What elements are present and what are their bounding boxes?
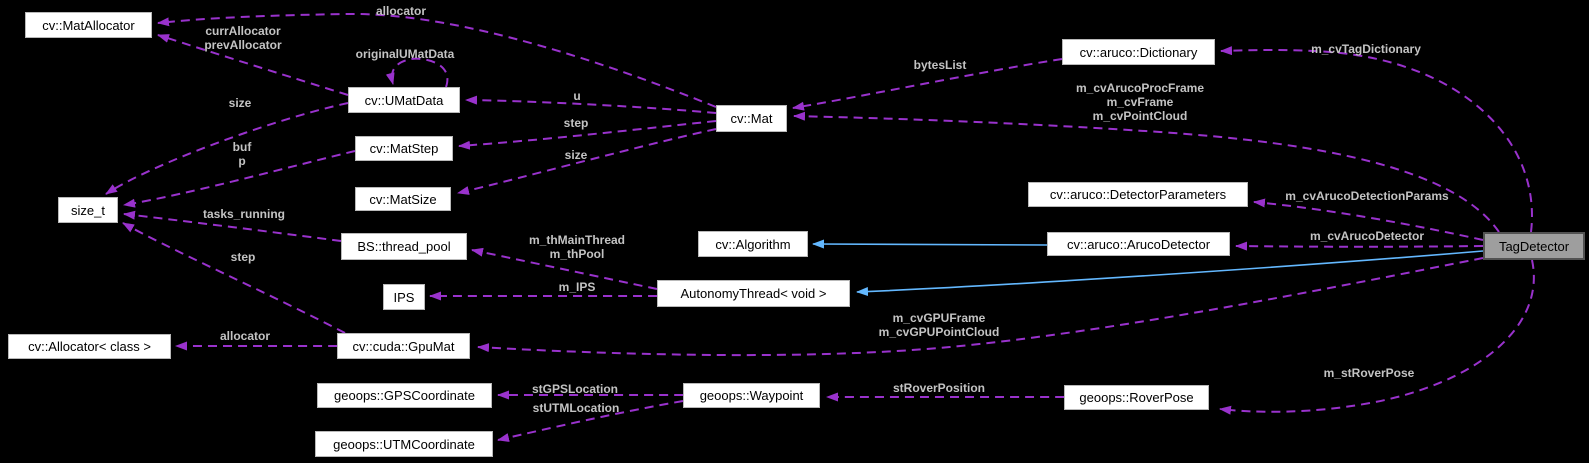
node-cv-algorithm[interactable]: cv::Algorithm <box>698 231 808 257</box>
edge-tagdetector-inherits-autonomythread <box>856 250 1484 297</box>
node-cv-allocator-class[interactable]: cv::Allocator< class > <box>8 334 171 359</box>
node-cv-matstep[interactable]: cv::MatStep <box>355 136 453 161</box>
node-geoops-roverpose[interactable]: geoops::RoverPose <box>1064 385 1209 410</box>
edge-dictionary-to-mat <box>792 58 1063 111</box>
edge-mat-to-matstep <box>458 120 717 150</box>
node-cv-aruco-dictionary[interactable]: cv::aruco::Dictionary <box>1062 39 1215 65</box>
node-cv-mat[interactable]: cv::Mat <box>716 105 787 132</box>
node-size-t[interactable]: size_t <box>58 197 118 223</box>
node-cv-matsize[interactable]: cv::MatSize <box>355 187 451 211</box>
edge-label-step-gpu: step <box>230 250 256 264</box>
edge-label-size-left: size <box>228 96 252 110</box>
node-ips[interactable]: IPS <box>383 284 425 310</box>
edge-label-stutmlocation: stUTMLocation <box>532 401 620 415</box>
edge-umatdata-self-loop <box>385 57 449 88</box>
edge-label-m-cvframes: m_cvArucoProcFrame m_cvFrame m_cvPointCl… <box>1075 81 1205 123</box>
edge-label-byteslist: bytesList <box>913 58 967 72</box>
edge-label-original-umatdata: originalUMatData <box>355 47 455 61</box>
edge-mat-to-matallocator <box>157 12 717 108</box>
edge-waypoint-to-utmcoordinate <box>497 400 684 442</box>
node-cv-matallocator[interactable]: cv::MatAllocator <box>25 12 152 38</box>
edge-label-buf-p: buf p <box>232 140 252 168</box>
edge-tagdetector-to-mat <box>793 111 1500 233</box>
edge-label-m-cvtagdictionary: m_cvTagDictionary <box>1311 42 1421 56</box>
edge-label-m-thmainthread-pool: m_thMainThread m_thPool <box>528 233 626 261</box>
edge-label-m-cvarucodetectionparams: m_cvArucoDetectionParams <box>1285 189 1449 203</box>
edge-label-stgpslocation: stGPSLocation <box>531 382 619 396</box>
node-geoops-utmcoordinate[interactable]: geoops::UTMCoordinate <box>315 431 493 457</box>
edge-label-allocator-top: allocator <box>375 4 427 18</box>
edge-label-m-cvgpu: m_cvGPUFrame m_cvGPUPointCloud <box>878 311 1000 339</box>
edge-umatdata-to-sizet <box>105 102 349 195</box>
edge-label-m-ips: m_IPS <box>558 280 596 294</box>
edge-matstep-to-sizet <box>123 150 356 208</box>
edge-label-m-stroverpose: m_stRoverPose <box>1323 366 1415 380</box>
node-cv-umatdata[interactable]: cv::UMatData <box>348 87 460 113</box>
node-geoops-gpscoordinate[interactable]: geoops::GPSCoordinate <box>317 383 492 408</box>
node-cv-aruco-detectorparameters[interactable]: cv::aruco::DetectorParameters <box>1028 182 1248 207</box>
edge-label-u: u <box>573 89 581 103</box>
edge-autonomythread-to-threadpool <box>471 247 658 290</box>
edge-label-tasks-running: tasks_running <box>202 207 286 221</box>
edge-label-m-cvarucodetector: m_cvArucoDetector <box>1309 229 1425 243</box>
edge-mat-to-umatdata <box>465 95 717 114</box>
edge-label-curr-prev-allocator: currAllocator prevAllocator <box>204 24 282 52</box>
node-cv-cuda-gpumat[interactable]: cv::cuda::GpuMat <box>337 333 470 359</box>
edge-tagdetector-to-arucodetector <box>1235 241 1484 251</box>
node-bs-thread-pool[interactable]: BS::thread_pool <box>341 233 467 260</box>
edge-tagdetector-to-dictionary <box>1220 46 1533 233</box>
edge-tagdetector-to-detectorparameters <box>1253 198 1484 241</box>
edge-tagdetector-to-gpumat <box>477 257 1484 357</box>
node-cv-aruco-arucodetector[interactable]: cv::aruco::ArucoDetector <box>1047 232 1230 256</box>
node-geoops-waypoint[interactable]: geoops::Waypoint <box>683 383 820 408</box>
edge-label-stroverposition: stRoverPosition <box>892 381 986 395</box>
edge-mat-to-matsize <box>457 128 717 195</box>
edge-label-allocator-bottom: allocator <box>219 329 271 343</box>
edge-threadpool-to-sizet <box>123 210 342 242</box>
edge-label-step-mat: step <box>563 116 589 130</box>
edge-arucodetector-inherits-algorithm <box>812 239 1048 249</box>
node-autonomythread-void[interactable]: AutonomyThread< void > <box>657 280 850 307</box>
edge-umatdata-to-matallocator <box>157 34 349 96</box>
edge-tagdetector-to-roverpose <box>1219 259 1535 415</box>
node-tagdetector[interactable]: TagDetector <box>1483 232 1585 260</box>
edge-gpumat-to-sizet <box>122 222 346 334</box>
edge-label-size-mat: size <box>564 148 588 162</box>
